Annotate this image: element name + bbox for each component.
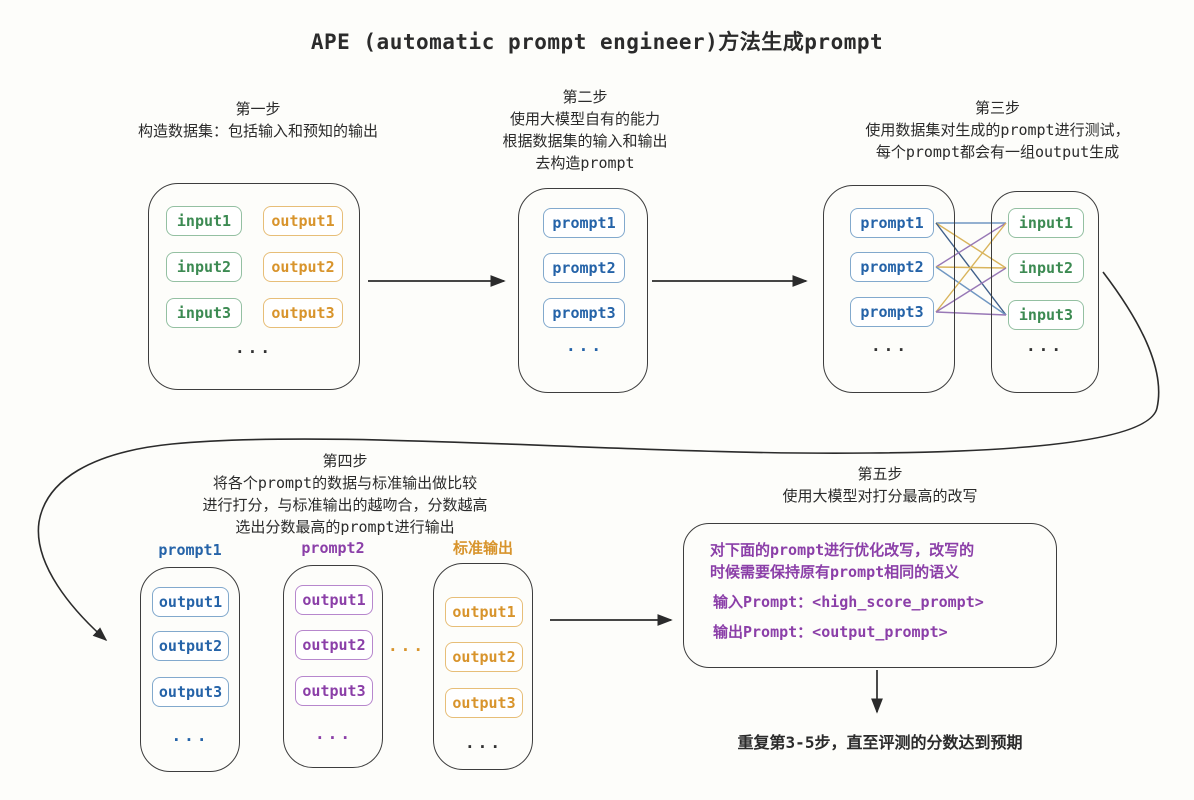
chip-output3: output3 xyxy=(445,688,523,718)
column-title-benchmark: 标准输出 xyxy=(452,539,513,557)
chip-output1: output1 xyxy=(295,585,373,615)
chip-prompt2: prompt2 xyxy=(543,253,625,283)
column-title-prompt1: prompt1 xyxy=(158,541,222,559)
step4-prompt1-box xyxy=(140,567,240,772)
chip-prompt1: prompt1 xyxy=(543,208,625,238)
chip-prompt2: prompt2 xyxy=(850,252,934,282)
step1-heading: 第一步 构造数据集：包括输入和预知的输出 xyxy=(137,100,378,140)
chip-output2: output2 xyxy=(445,642,523,672)
chip-output1: output1 xyxy=(445,597,523,627)
chip-prompt3: prompt3 xyxy=(543,298,625,328)
step4-heading: 第四步 将各个prompt的数据与标准输出做比较 进行打分，与标准输出的越吻合，… xyxy=(202,452,488,536)
step3-prompts-box xyxy=(823,185,955,393)
step3-heading: 第三步 使用数据集对生成的prompt进行测试， 每个prompt都会有一组ou… xyxy=(865,99,1130,161)
step1-dataset-box xyxy=(148,183,360,390)
chip-input2: input2 xyxy=(1008,253,1084,283)
chip-output2: output2 xyxy=(152,631,229,661)
chip-output3: output3 xyxy=(263,298,343,328)
page-title: APE (automatic prompt engineer)方法生成promp… xyxy=(310,30,884,54)
repeat-note: 重复第3-5步，直至评测的分数达到预期 xyxy=(737,733,1023,752)
chip-output2: output2 xyxy=(295,630,373,660)
step2-prompts-box xyxy=(518,188,648,393)
chip-input3: input3 xyxy=(166,298,242,328)
chip-output3: output3 xyxy=(152,677,229,707)
step5-rewrite-box xyxy=(683,523,1057,668)
step4-between-ellipsis: ... xyxy=(388,636,426,655)
step4-prompt2-box xyxy=(283,565,383,768)
chip-output3: output3 xyxy=(295,676,373,706)
step3-left-ellipsis: ... xyxy=(871,336,909,355)
step5-heading: 第五步 使用大模型对打分最高的改写 xyxy=(782,465,978,505)
chip-output1: output1 xyxy=(152,587,229,617)
step3-right-ellipsis: ... xyxy=(1026,336,1064,355)
step4-benchmark-ellipsis: ... xyxy=(465,733,503,752)
chip-output2: output2 xyxy=(263,252,343,282)
step4-prompt2-ellipsis: ... xyxy=(315,724,353,743)
chip-input3: input3 xyxy=(1008,300,1084,330)
step2-ellipsis: ... xyxy=(566,336,604,355)
chip-output1: output1 xyxy=(263,206,343,236)
step4-prompt1-ellipsis: ... xyxy=(171,726,210,745)
chip-input1: input1 xyxy=(166,206,242,236)
chip-prompt3: prompt3 xyxy=(850,297,934,327)
step4-benchmark-box xyxy=(433,563,533,770)
chip-input2: input2 xyxy=(166,252,242,282)
chip-prompt1: prompt1 xyxy=(850,208,934,238)
step3-inputs-box xyxy=(991,191,1099,393)
step2-heading: 第二步 使用大模型自有的能力 根据数据集的输入和输出 去构造prompt xyxy=(502,88,668,172)
step5-line2: 时候需要保持原有prompt相同的语义 xyxy=(710,563,960,581)
column-title-prompt2: prompt2 xyxy=(301,539,365,557)
chip-input1: input1 xyxy=(1008,208,1084,238)
step5-line1: 对下面的prompt进行优化改写，改写的 xyxy=(710,541,975,559)
step1-ellipsis: ... xyxy=(235,338,273,357)
step5-output-prompt: 输出Prompt：<output_prompt> xyxy=(713,623,948,641)
step5-input-prompt: 输入Prompt：<high_score_prompt> xyxy=(713,593,984,611)
